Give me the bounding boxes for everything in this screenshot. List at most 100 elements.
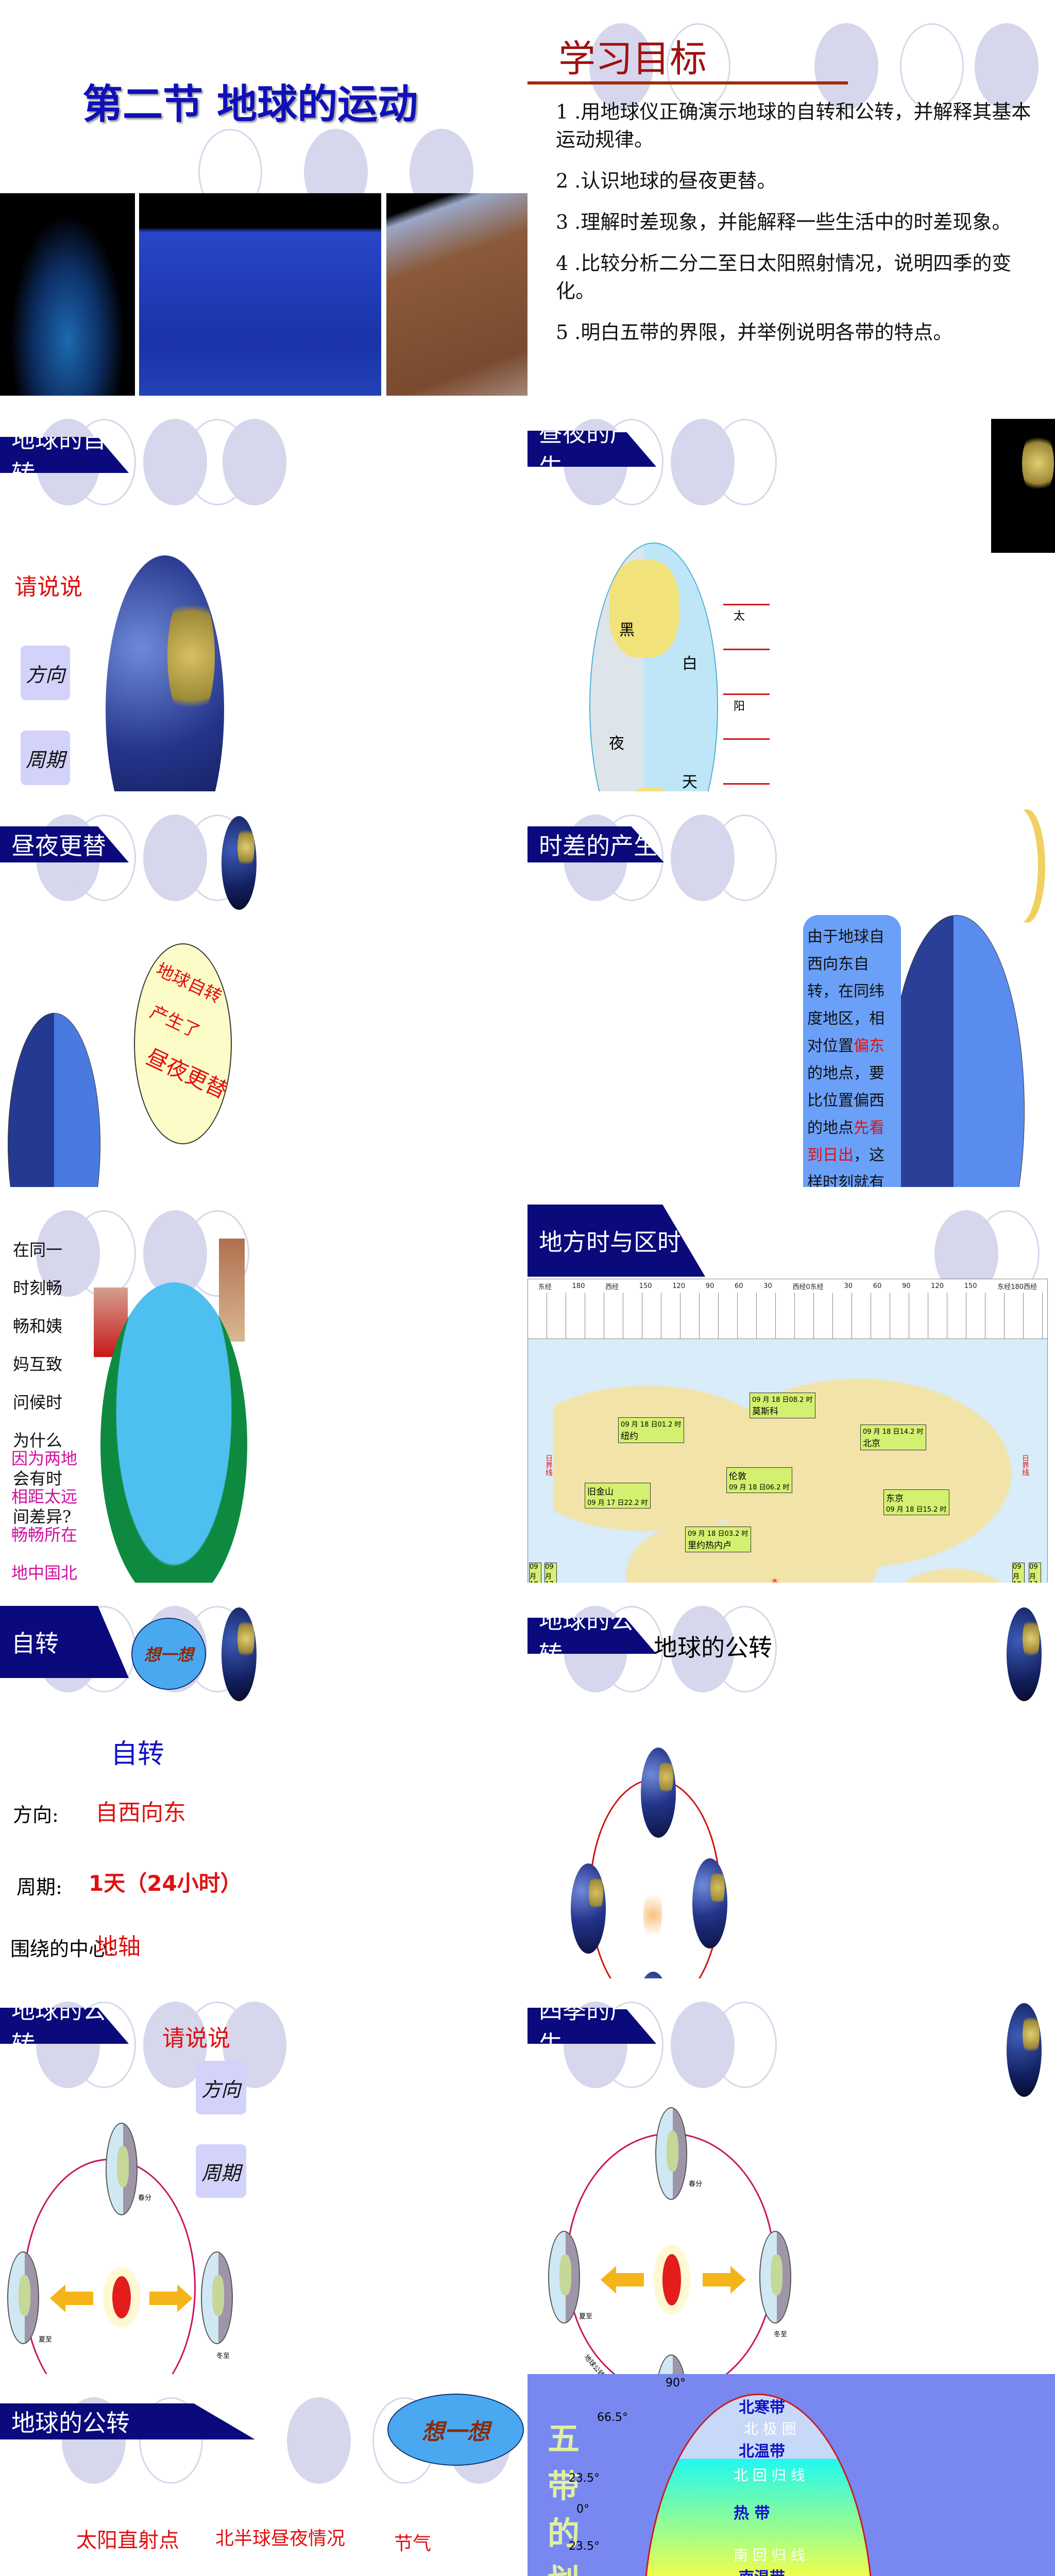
season-label: 冬至 — [216, 2352, 230, 2360]
column-header: 节气 — [394, 2533, 432, 2554]
city-box-beijing: 09 月 18 日14.2 时北京 — [860, 1425, 926, 1450]
slide-revolution-diagram: 地球的公转 请说说 方向 周期 春分 夏至 冬至 秋分 地球公转轨道 — [0, 1978, 528, 2374]
slide-heading: 地球的公转 — [654, 1634, 772, 1662]
degree-label: 90° — [666, 2377, 686, 2389]
row-value: 地轴 — [95, 1934, 141, 1960]
season-label: 春分 — [138, 2194, 152, 2202]
slide-rotation-summary: 自转 想一想 自转 方向: 自西向东 周期: 1天（24小时） 围绕的中心: 地… — [0, 1583, 528, 1978]
objectives-list: 1 .用地球仪正确演示地球的自转和公转，并解释其基本运动规律。 2 .认识地球的… — [556, 98, 1040, 346]
prompt-text: 请说说 — [14, 574, 82, 600]
zone-label: 北寒带 — [739, 2399, 785, 2417]
prime-meridian-label: 本初子午线 — [769, 1578, 779, 1583]
slide-banner: 四季的产生 — [528, 2008, 656, 2044]
column-header: 北半球昼夜情况 — [215, 2528, 346, 2549]
row-label: 方向: — [13, 1804, 59, 1826]
section-heading: 自转 — [111, 1739, 165, 1770]
day-night-globe — [589, 543, 718, 791]
edge-date-box: 09月18日18.2时 — [529, 1563, 541, 1583]
degree-label: 66.5° — [597, 2411, 628, 2424]
sun-icon — [112, 2276, 131, 2318]
slide-five-zones: 五带的划分 北寒带 北 极 圈 北温带 北 回 归 线 热 带 南 回 归 线 … — [528, 2374, 1055, 2576]
zone-label: 北温带 — [739, 2443, 785, 2461]
edge-date-box: 09月17日18.2时 — [1029, 1563, 1041, 1583]
city-box-rio: 09 月 18 日03.2 时里约热内卢 — [685, 1527, 751, 1552]
sun-icon — [643, 1887, 662, 1943]
sunlight-arrows — [723, 561, 770, 791]
slide-objectives: 学习目标 1 .用地球仪正确演示地球的自转和公转，并解释其基本运动规律。 2 .… — [528, 0, 1055, 396]
day-label: 天 — [682, 773, 697, 791]
degree-label: 23.5° — [569, 2472, 600, 2485]
deco-circle — [975, 23, 1039, 110]
speech-bubble — [134, 943, 232, 1144]
slide-title: 第二节 地球的运动 第一PPT模板网-WWW.1PPT.COM — [0, 0, 528, 396]
night-label: 夜 — [609, 735, 624, 753]
deco-circle — [589, 23, 653, 110]
season-label: 春分 — [689, 2180, 703, 2188]
slide-banner: 地方时与区时 — [528, 1205, 705, 1277]
slide-time-difference: 时差的产生 由于地球自西向东自转，在同纬度地区，相对位置偏东的地点，要比位置偏西… — [528, 791, 1055, 1187]
question-text: 在同一时刻畅畅和姨妈互致问候时为什么会有时间差异? — [13, 1240, 72, 1527]
objective-item: 4 .比较分析二分二至日太阳照射情况，说明四季的变化。 — [556, 252, 1012, 302]
polar-globe — [100, 1282, 247, 1583]
deco-circle — [814, 23, 878, 110]
earth-winter — [201, 2251, 233, 2344]
city-box-newyork: 09 月 18 日01.2 时纽约 — [618, 1417, 684, 1443]
objective-item: 1 .用地球仪正确演示地球的自转和公转，并解释其基本运动规律。 — [556, 100, 1031, 151]
page-title: 第二节 地球的运动 — [82, 81, 418, 128]
row-label: 周期: — [16, 1876, 62, 1899]
orbiting-earth-right — [692, 1858, 727, 1948]
orbiting-earth-left — [571, 1863, 606, 1954]
edge-date-box: 09月18日18.2时 — [1012, 1563, 1025, 1583]
objectives-title: 学习目标 — [558, 37, 707, 80]
earth-thumbnail — [991, 419, 1055, 553]
season-label: 冬至 — [774, 2331, 788, 2338]
zone-label: 热 带 — [734, 2504, 770, 2522]
moon-icon — [1009, 809, 1045, 923]
slide-rotation: 地球的自转 请说说 方向 周期 — [0, 396, 528, 791]
dateline-label: 日界线 — [1021, 1454, 1029, 1476]
earth-summer — [548, 2231, 580, 2324]
row-value: 自西向东 — [95, 1800, 186, 1826]
explanation-box: 由于地球自西向东自转，在同纬度地区，相对位置偏东的地点，要比位置偏西的地点先看到… — [803, 915, 901, 1187]
line-label: 北 回 归 线 — [734, 2467, 805, 2484]
line-label: 北 极 圈 — [744, 2420, 796, 2437]
zone-header — [528, 1293, 1047, 1339]
tag-direction[interactable]: 方向 — [196, 2061, 246, 2114]
tag-period[interactable]: 周期 — [21, 731, 70, 785]
lit-earth — [888, 915, 1025, 1187]
objective-item: 3 .理解时差现象，并能解释一些生活中的时差现象。 — [556, 211, 1012, 233]
heat-arrow-right — [149, 2284, 193, 2312]
prompt-text: 请说说 — [162, 2025, 230, 2052]
season-label: 夏至 — [39, 2336, 53, 2344]
think-bubble: 想一想 — [387, 2394, 524, 2466]
think-bubble: 想一想 — [131, 1618, 206, 1690]
row-value: 1天（24小时） — [89, 1871, 242, 1896]
row-label: 围绕的中心: — [10, 1938, 115, 1960]
orbiting-earth-top — [641, 1748, 676, 1838]
objective-item: 5 .明白五带的界限，并举例说明各带的特点。 — [556, 321, 953, 344]
white-label: 白 — [682, 655, 697, 673]
slide-day-night-cause: 昼夜的产生 黑 夜 白 天 太 阳 光 — [528, 396, 1055, 791]
heat-arrow-right — [703, 2266, 746, 2294]
space-window-photo — [0, 193, 135, 396]
desert-earth-photo — [386, 193, 528, 396]
slide-banner: 地球的公转 — [528, 1618, 656, 1654]
heat-arrow-left — [601, 2266, 644, 2294]
deco-circle — [667, 23, 730, 110]
city-box-moscow: 09 月 18 日08.2 时莫斯科 — [750, 1393, 815, 1418]
line-label: 南 回 归 线 — [734, 2547, 805, 2564]
edge-date-box: 09月17日18.2时 — [544, 1563, 557, 1583]
earth-spring — [106, 2123, 138, 2215]
slide-seasons: 四季的产生 春分 夏至 冬至 秋分 地球公转轨道 — [528, 1978, 1055, 2374]
degree-label: 0° — [576, 2503, 589, 2516]
dark-label: 黑 — [619, 621, 635, 639]
earth-icon — [1007, 2003, 1042, 2097]
tag-direction[interactable]: 方向 — [21, 646, 70, 700]
tag-period[interactable]: 周期 — [196, 2144, 246, 2198]
dateline-label: 日界线 — [544, 1454, 553, 1476]
